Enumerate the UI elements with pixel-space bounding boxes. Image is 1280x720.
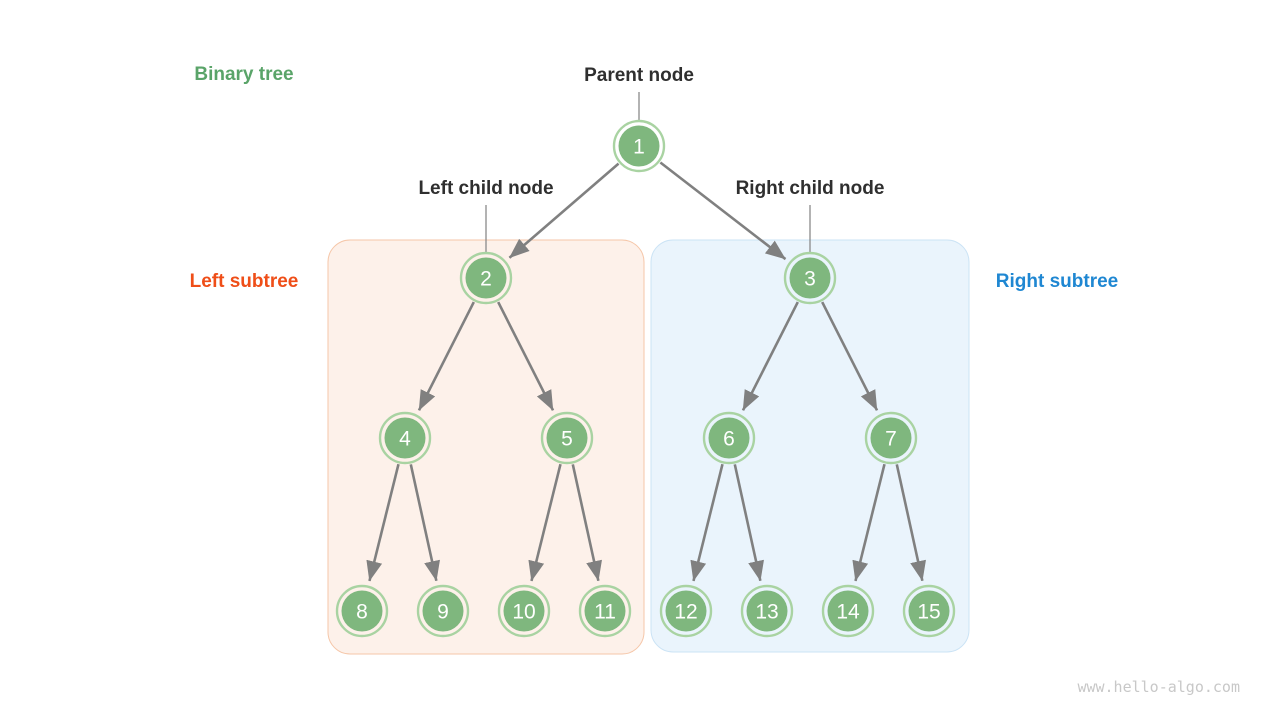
- tree-edge: [508, 162, 620, 259]
- tree-edge: [571, 464, 602, 582]
- node-circle: [546, 417, 588, 459]
- page-title: Binary tree: [194, 64, 293, 85]
- node-value: 14: [836, 601, 860, 624]
- tree-edge: [417, 301, 475, 411]
- node-ring: [335, 584, 389, 638]
- tree-edge: [895, 464, 926, 582]
- left-child-node-label: Left child node: [418, 178, 553, 199]
- tree-edge: [852, 463, 886, 582]
- node-circle: [465, 257, 507, 299]
- node-ring: [378, 411, 432, 465]
- node-circle: [665, 590, 707, 632]
- node-circle: [746, 590, 788, 632]
- annotation-pointers: [485, 92, 811, 252]
- node-value: 3: [804, 268, 816, 291]
- node-circle: [618, 125, 660, 167]
- tree-node-7[interactable]: 7: [864, 411, 918, 465]
- node-ring: [864, 411, 918, 465]
- tree-node-10[interactable]: 10: [497, 584, 551, 638]
- tree-node-12[interactable]: 12: [659, 584, 713, 638]
- node-ring: [902, 584, 956, 638]
- node-value: 8: [356, 601, 368, 624]
- tree-node-9[interactable]: 9: [416, 584, 470, 638]
- tree-edge: [733, 464, 764, 582]
- right-subtree-label: Right subtree: [996, 271, 1118, 292]
- node-ring: [783, 251, 837, 305]
- node-value: 12: [674, 601, 697, 624]
- tree-node-4[interactable]: 4: [378, 411, 432, 465]
- node-value: 2: [480, 268, 492, 291]
- node-circle: [908, 590, 950, 632]
- tree-edge: [409, 464, 440, 582]
- tree-edges: [366, 161, 926, 582]
- node-value: 10: [512, 601, 535, 624]
- node-value: 4: [399, 428, 411, 451]
- right-child-node-label: Right child node: [736, 178, 885, 199]
- node-ring: [497, 584, 551, 638]
- node-ring: [459, 251, 513, 305]
- tree-node-14[interactable]: 14: [821, 584, 875, 638]
- node-ring: [416, 584, 470, 638]
- tree-edge: [497, 301, 555, 411]
- tree-edge: [741, 301, 799, 411]
- node-value: 1: [633, 136, 645, 159]
- tree-edge: [366, 463, 400, 582]
- node-circle: [341, 590, 383, 632]
- tree-node-6[interactable]: 6: [702, 411, 756, 465]
- node-value: 11: [594, 601, 616, 624]
- node-ring: [612, 119, 666, 173]
- node-circle: [422, 590, 464, 632]
- tree-edge: [821, 301, 879, 411]
- node-value: 13: [755, 601, 778, 624]
- left-subtree-label: Left subtree: [190, 271, 299, 292]
- parent-node-label: Parent node: [584, 65, 694, 86]
- tree-edge: [690, 463, 724, 582]
- tree-node-13[interactable]: 13: [740, 584, 794, 638]
- node-ring: [821, 584, 875, 638]
- node-circle: [503, 590, 545, 632]
- node-ring: [540, 411, 594, 465]
- node-value: 15: [917, 601, 940, 624]
- tree-node-2[interactable]: 2: [459, 251, 513, 305]
- diagram-labels: Left subtree Right subtree Binary tree Pare…: [190, 64, 1240, 696]
- node-circle: [584, 590, 626, 632]
- node-ring: [578, 584, 632, 638]
- node-circle: [708, 417, 750, 459]
- tree-edge: [528, 463, 562, 582]
- node-value: 7: [885, 428, 897, 451]
- tree-node-5[interactable]: 5: [540, 411, 594, 465]
- subtree-boxes: [327, 239, 970, 655]
- node-circle: [870, 417, 912, 459]
- tree-node-15[interactable]: 15: [902, 584, 956, 638]
- node-value: 9: [437, 601, 449, 624]
- node-value: 6: [723, 428, 735, 451]
- node-ring: [702, 411, 756, 465]
- tree-node-1[interactable]: 1: [612, 119, 666, 173]
- tree-edge: [659, 161, 787, 261]
- node-value: 5: [561, 428, 573, 451]
- node-ring: [659, 584, 713, 638]
- node-circle: [789, 257, 831, 299]
- node-circle: [384, 417, 426, 459]
- node-ring: [740, 584, 794, 638]
- tree-node-8[interactable]: 8: [335, 584, 389, 638]
- watermark: www.hello-algo.com: [1077, 678, 1240, 696]
- tree-node-11[interactable]: 11: [578, 584, 632, 638]
- tree-node-3[interactable]: 3: [783, 251, 837, 305]
- node-circle: [827, 590, 869, 632]
